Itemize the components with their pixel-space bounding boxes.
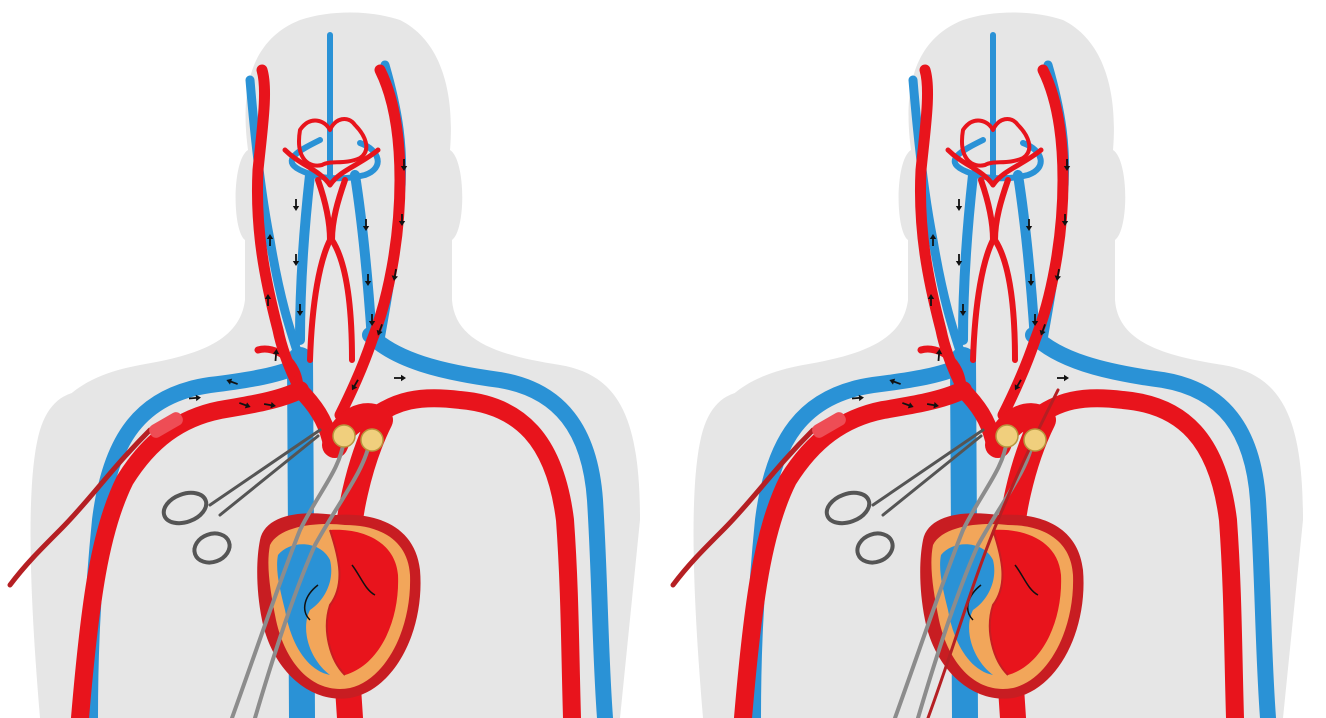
occlusion-balloon-icon (333, 425, 355, 447)
diagram-panel-left (0, 0, 663, 718)
circulation-diagram-right (663, 0, 1326, 718)
diagram-panel-right (663, 0, 1326, 718)
occlusion-balloon-icon (361, 429, 383, 451)
occlusion-balloon-icon (996, 425, 1018, 447)
occlusion-balloon-icon (1024, 429, 1046, 451)
circulation-diagram-left (0, 0, 663, 718)
